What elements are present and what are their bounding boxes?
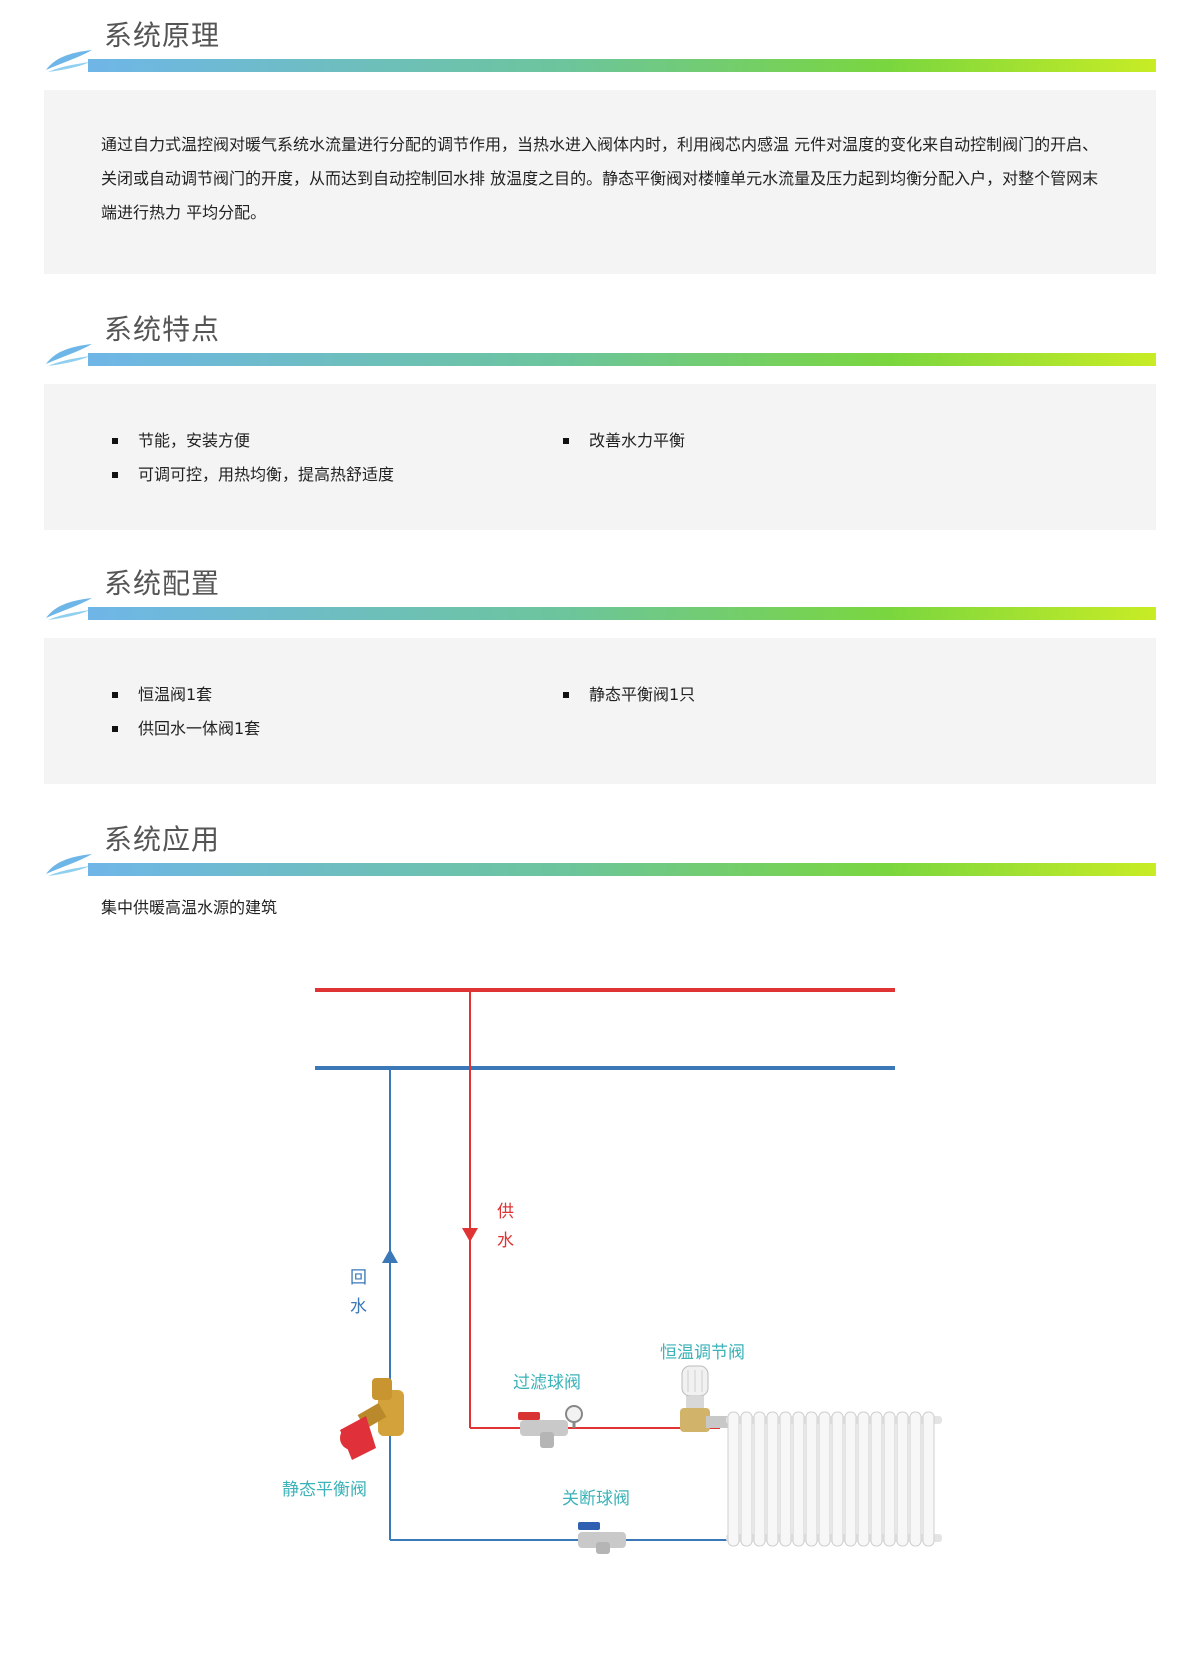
gradient-divider (88, 863, 1156, 876)
list-item: 节能，安装方便 (112, 424, 394, 458)
principle-text: 通过自力式温控阀对暖气系统水流量进行分配的调节作用，当热水进入阀体内时，利用阀芯… (101, 135, 1099, 222)
thermostatic-valve-icon (680, 1365, 728, 1432)
radiator-column (883, 1411, 896, 1547)
radiator-column (766, 1411, 779, 1547)
radiator-column (753, 1411, 766, 1547)
section-header-principle: 系统原理 (44, 18, 1156, 72)
thermostatic-valve-label: 恒温调节阀 (660, 1343, 745, 1363)
radiator-column (909, 1411, 922, 1547)
section-title: 系统原理 (104, 19, 221, 52)
section-header-features: 系统特点 (44, 312, 1156, 366)
gradient-divider (88, 607, 1156, 620)
supply-label-1: 供 (497, 1202, 514, 1222)
supply-label-2: 水 (497, 1231, 514, 1251)
radiator-column (792, 1411, 805, 1547)
list-item: 改善水力平衡 (563, 424, 685, 458)
radiator-column (844, 1411, 857, 1547)
principle-panel: 通过自力式温控阀对暖气系统水流量进行分配的调节作用，当热水进入阀体内时，利用阀芯… (44, 90, 1156, 274)
radiator-column (805, 1411, 818, 1547)
wave-logo-icon (46, 344, 92, 366)
config-panel: 恒温阀1套 供回水一体阀1套 静态平衡阀1只 (44, 638, 1156, 784)
balance-valve-label: 静态平衡阀 (282, 1480, 367, 1500)
gradient-divider (88, 353, 1156, 366)
radiator-column (818, 1411, 831, 1547)
shutoff-ball-valve-icon (578, 1522, 626, 1554)
filter-ball-valve-icon (518, 1405, 583, 1448)
radiator-icon (726, 1411, 942, 1547)
wave-logo-icon (46, 50, 92, 72)
shutoff-valve-label: 关断球阀 (562, 1489, 630, 1509)
return-arrow-icon (382, 1249, 398, 1263)
features-panel: 节能，安装方便 可调可控，用热均衡，提高热舒适度 改善水力平衡 (44, 384, 1156, 530)
radiator-column (831, 1411, 844, 1547)
features-list-left: 节能，安装方便 可调可控，用热均衡，提高热舒适度 (112, 424, 394, 492)
section-title: 系统特点 (104, 313, 221, 346)
wave-logo-icon (46, 854, 92, 876)
config-list-left: 恒温阀1套 供回水一体阀1套 (112, 678, 260, 746)
list-item: 可调可控，用热均衡，提高热舒适度 (112, 458, 394, 492)
supply-arrow-icon (462, 1228, 478, 1242)
list-item: 静态平衡阀1只 (563, 678, 695, 712)
radiator-column (896, 1411, 909, 1547)
radiator-column (727, 1411, 740, 1547)
radiator-column (857, 1411, 870, 1547)
static-balance-valve-icon (340, 1378, 404, 1460)
section-title: 系统应用 (104, 823, 221, 856)
return-label-2: 水 (350, 1297, 367, 1317)
gradient-divider (88, 59, 1156, 72)
filter-valve-label: 过滤球阀 (513, 1373, 581, 1393)
config-list-right: 静态平衡阀1只 (563, 678, 695, 712)
section-header-application: 系统应用 (44, 822, 1156, 876)
return-label-1: 回 (350, 1268, 367, 1288)
radiator-column (922, 1411, 935, 1547)
application-text: 集中供暖高温水源的建筑 (101, 898, 278, 917)
list-item: 恒温阀1套 (112, 678, 260, 712)
wave-logo-icon (46, 598, 92, 620)
heating-system-diagram: 供 水 回 水 静态平衡阀 过滤球阀 恒温调节阀 关断球阀 (282, 988, 942, 1554)
radiator-column (779, 1411, 792, 1547)
radiator-column (870, 1411, 883, 1547)
section-header-config: 系统配置 (44, 566, 1156, 620)
list-item: 供回水一体阀1套 (112, 712, 260, 746)
section-title: 系统配置 (104, 567, 221, 600)
features-list-right: 改善水力平衡 (563, 424, 685, 458)
radiator-column (740, 1411, 753, 1547)
